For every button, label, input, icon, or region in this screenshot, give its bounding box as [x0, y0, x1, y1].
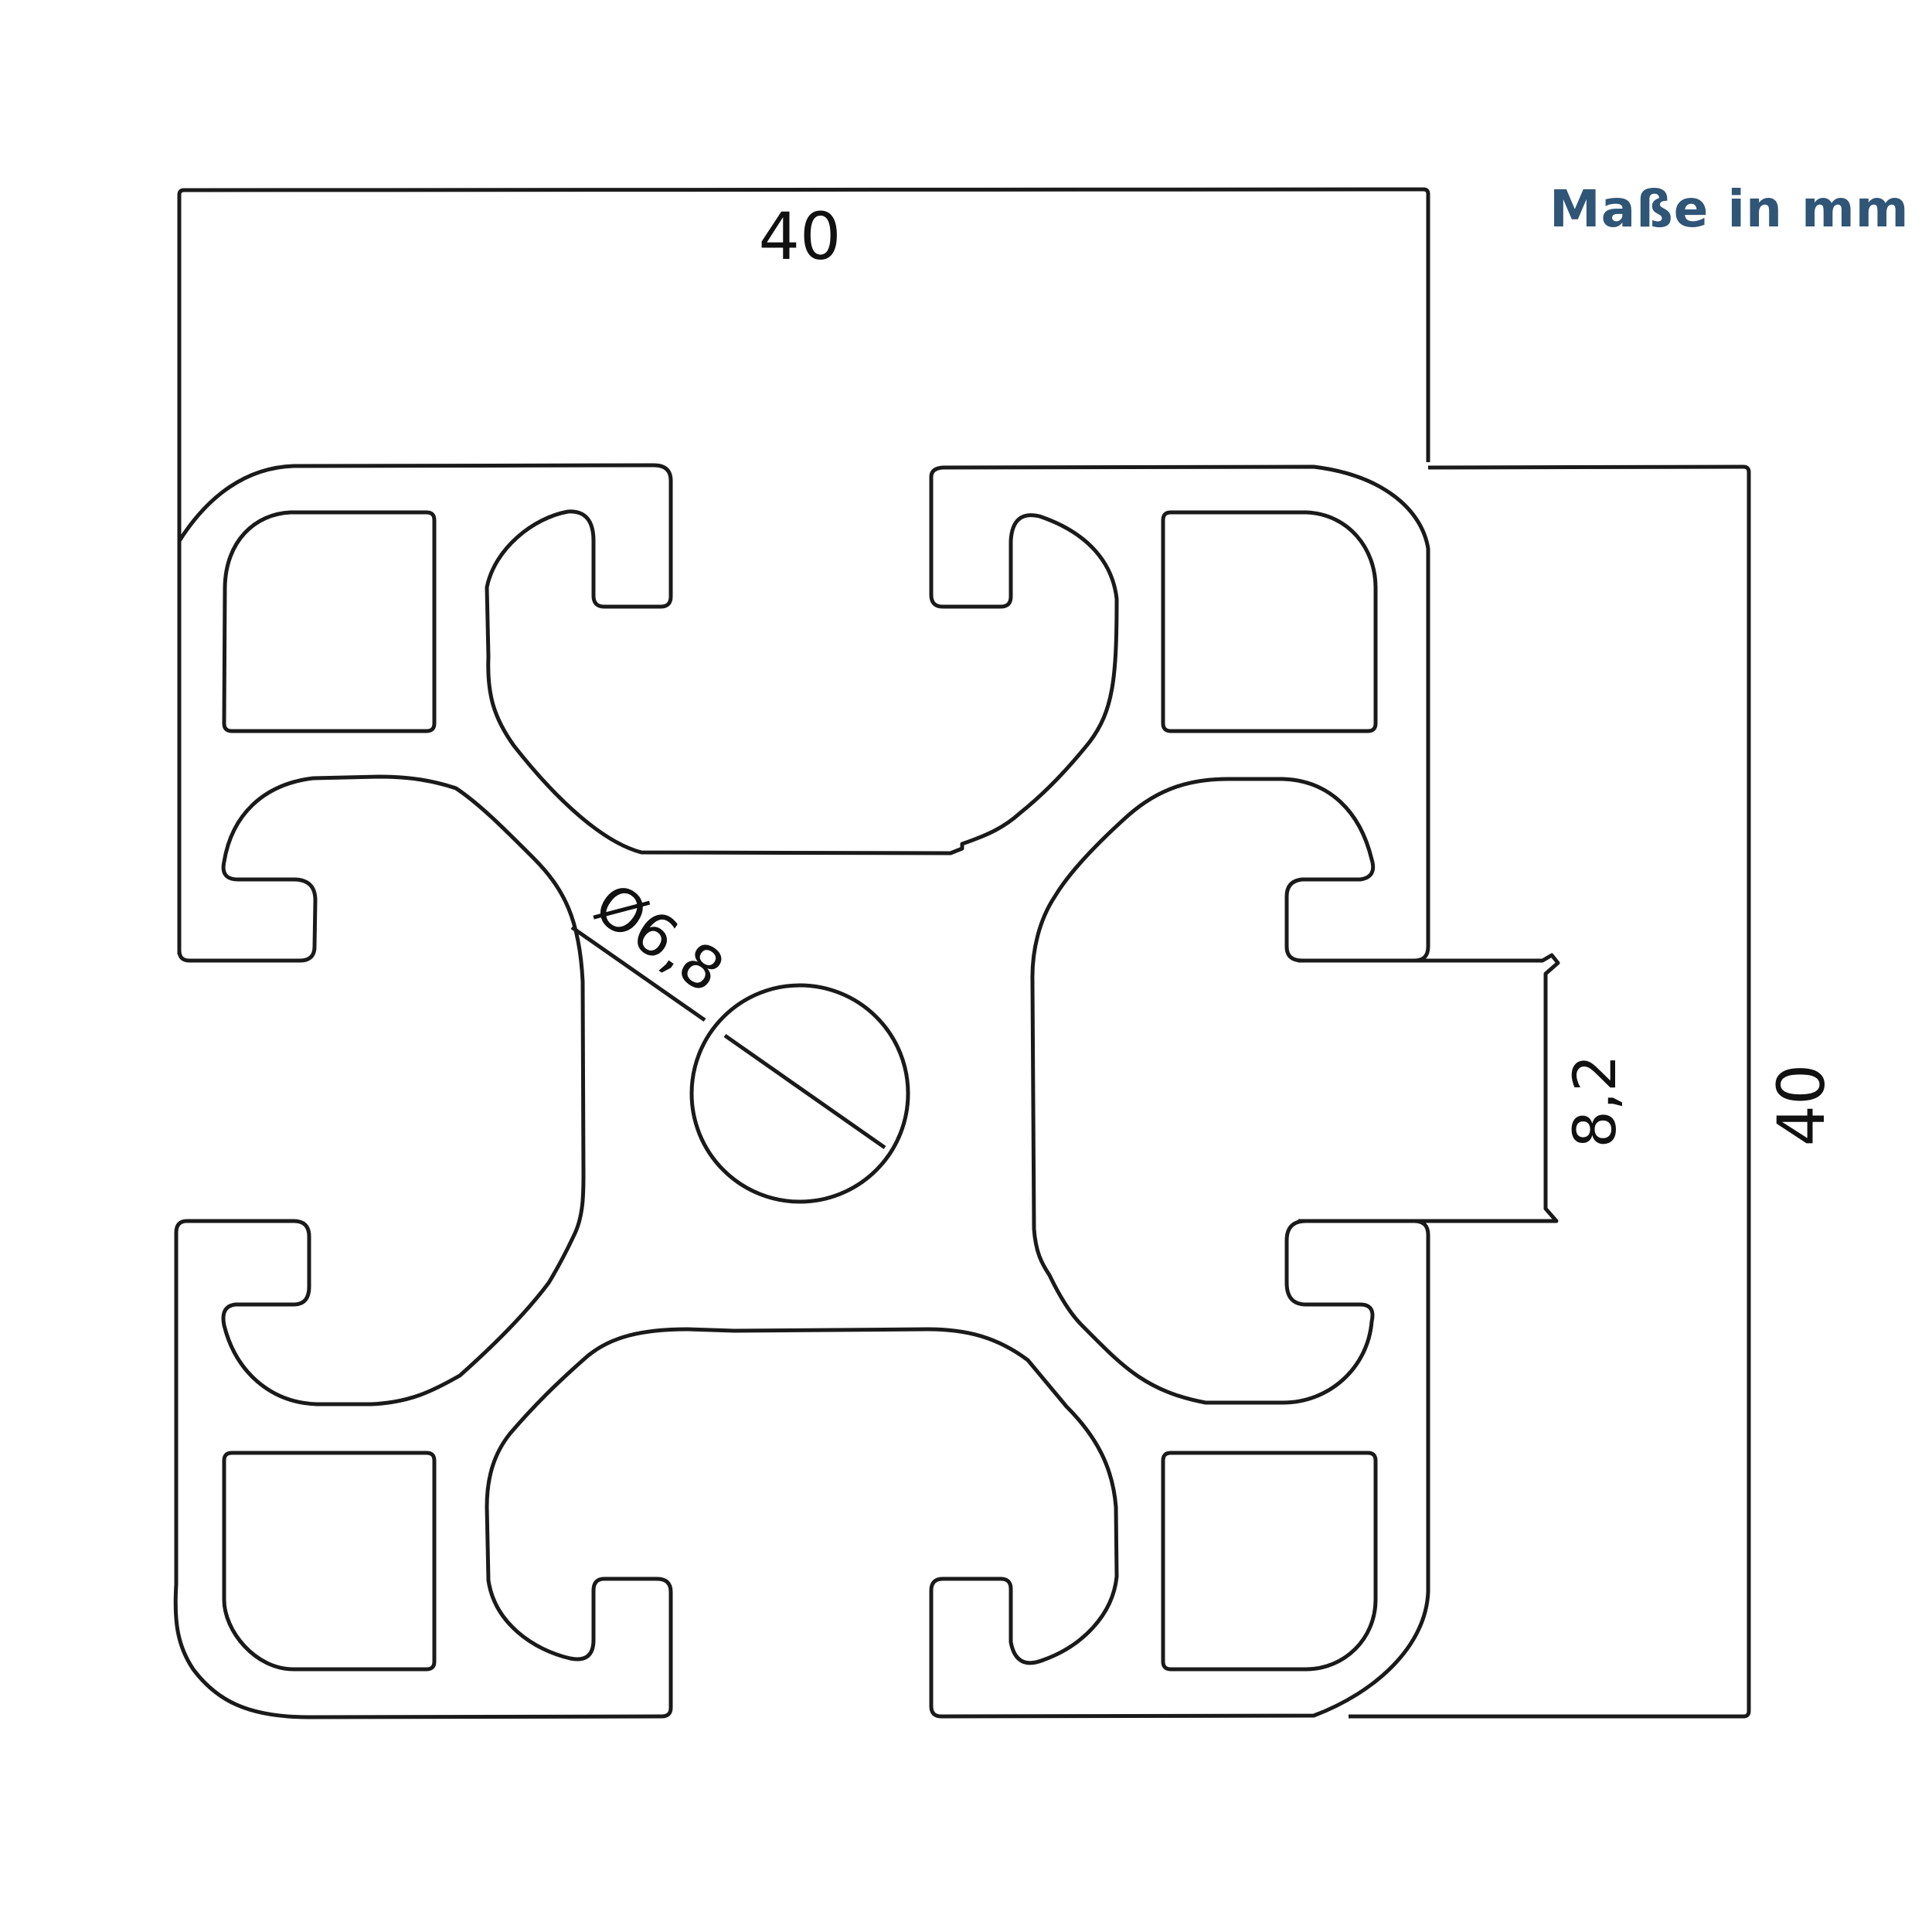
bore-diameter-leader [570, 925, 886, 1150]
cavity-bottom-right [1161, 1451, 1378, 1672]
dim-label-width: 40 [759, 199, 842, 274]
dim-label-height: 40 [1764, 1064, 1839, 1147]
cavity-top-right [1161, 510, 1378, 733]
dim-label-slot: 8,2 [1560, 1055, 1629, 1148]
dim-frame-top [177, 187, 1430, 954]
center-bore [689, 983, 910, 1204]
dim-frame-right [1349, 464, 1751, 1719]
cavity-bottom-left [222, 1451, 437, 1672]
dim-label-bore: Ø6,8 [583, 869, 736, 1006]
dim-frame-slot [1298, 953, 1560, 1223]
units-note: Maße in mm [1549, 179, 1910, 239]
cavity-top-left [222, 510, 437, 733]
profile-outer-outline [173, 463, 1430, 1719]
